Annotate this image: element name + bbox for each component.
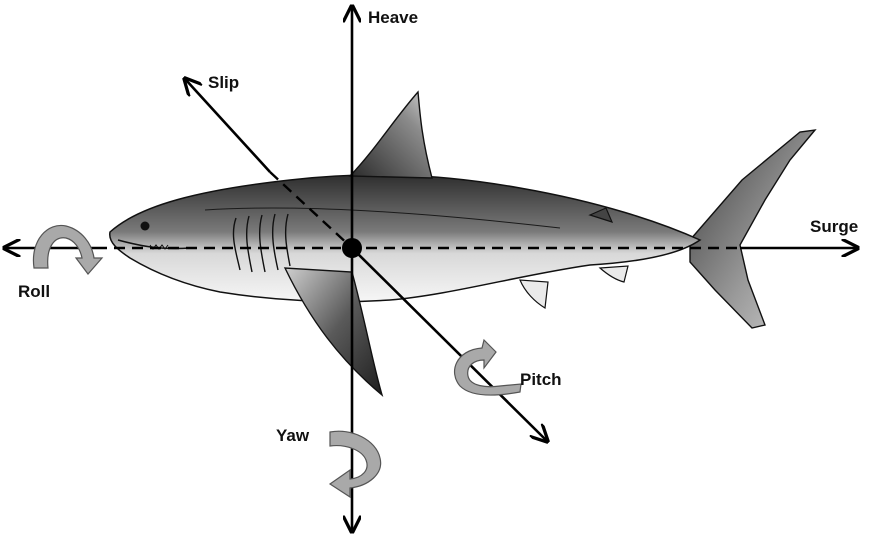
surge-label: Surge <box>810 218 858 235</box>
pelvic-fin <box>520 280 548 308</box>
caudal-fin <box>690 130 815 328</box>
roll-label: Roll <box>18 283 50 300</box>
shark-illustration <box>110 92 815 395</box>
center-of-mass-dot <box>342 238 362 258</box>
pitch-label: Pitch <box>520 371 562 388</box>
pitch-rotation-arrow <box>455 340 521 395</box>
slip-label: Slip <box>208 74 239 91</box>
yaw-label: Yaw <box>276 427 309 444</box>
roll-rotation-arrow <box>33 225 102 274</box>
heave-label: Heave <box>368 9 418 26</box>
shark-eye <box>141 222 150 231</box>
anal-fin <box>600 266 628 282</box>
slip-axis-upper <box>186 80 270 172</box>
dorsal-fin <box>350 92 432 178</box>
shark-body <box>110 175 700 302</box>
yaw-rotation-arrow <box>330 431 381 497</box>
